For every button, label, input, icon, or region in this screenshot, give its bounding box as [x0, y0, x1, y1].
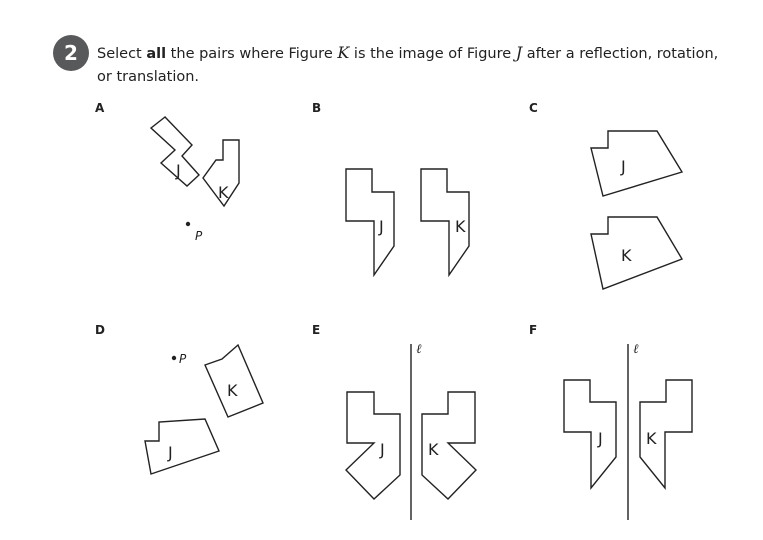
question-prompt: Select all the pairs where Figure K is t… [97, 41, 727, 89]
option-d-label: D [95, 323, 105, 337]
option-e-figure-k [421, 391, 477, 500]
option-e-line-label: ℓ [416, 342, 422, 357]
option-c[interactable]: C J K [529, 101, 684, 290]
option-f-line-label: ℓ [633, 342, 639, 357]
option-b-figure-j [345, 168, 395, 278]
prompt-bold-all: all [146, 46, 167, 62]
option-d-figure-k [204, 343, 264, 418]
option-e[interactable]: E ℓ J K [312, 323, 477, 520]
option-d-figure-j [144, 418, 220, 475]
prompt-text-1: Select [97, 46, 147, 62]
option-b-figure-k [420, 168, 470, 278]
prompt-text-2: the pairs where Figure [166, 46, 338, 62]
option-b-label: B [312, 101, 321, 115]
option-a-point-p [185, 221, 191, 227]
option-c-label: C [529, 101, 538, 115]
option-d-j-label: J [167, 443, 173, 462]
option-b-j-label: J [378, 217, 384, 236]
option-e-label: E [312, 323, 320, 337]
option-a-label: A [95, 101, 105, 115]
option-c-k-label: K [621, 246, 632, 265]
option-f[interactable]: F ℓ J K [529, 323, 693, 520]
option-d-point-p [171, 355, 177, 361]
option-e-j-label: J [379, 440, 385, 459]
question-number-badge: 2 [53, 35, 89, 71]
prompt-text-3: is the image of Figure [349, 46, 516, 62]
option-d-p-label: P [179, 352, 187, 366]
question-number: 2 [64, 41, 78, 65]
option-c-j-label: J [620, 157, 626, 176]
option-f-k-label: K [646, 429, 657, 448]
option-f-j-label: J [597, 429, 603, 448]
option-a[interactable]: A J K P [95, 101, 240, 243]
option-b-k-label: K [455, 217, 466, 236]
prompt-figure-j: J [515, 43, 523, 62]
prompt-text-4: after a reflection, rotation, or transla… [97, 46, 719, 85]
option-a-p-label: P [195, 229, 203, 243]
option-b[interactable]: B J K [312, 101, 470, 278]
option-c-figure-j [590, 130, 684, 197]
option-a-j-label: J [175, 161, 181, 180]
option-f-figure-j [563, 379, 617, 490]
option-a-k-label: K [218, 183, 229, 202]
prompt-figure-k: K [337, 43, 350, 62]
option-e-k-label: K [428, 440, 439, 459]
option-f-label: F [529, 323, 537, 337]
option-f-figure-k [639, 379, 693, 490]
option-c-figure-k [590, 216, 684, 290]
option-a-figure-k [202, 139, 240, 208]
option-a-figure-j [149, 116, 200, 187]
option-d-k-label: K [227, 381, 238, 400]
option-d[interactable]: D P K J [95, 323, 264, 475]
option-e-figure-j [345, 391, 401, 500]
